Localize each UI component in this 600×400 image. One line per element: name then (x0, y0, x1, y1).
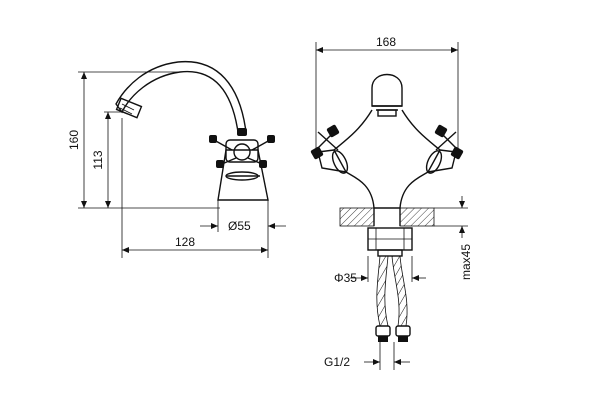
front-right-handle (434, 124, 464, 160)
front-view: 168 max45 Φ35 G1/2 (310, 35, 473, 370)
dim-hose-diameter: Φ35 (334, 271, 357, 285)
dim-mount-max: max45 (459, 244, 473, 280)
countertop-right (399, 207, 435, 227)
side-view: 160 113 Ø55 128 (67, 60, 286, 258)
dim-height-spout: 113 (91, 150, 105, 169)
dim-base-diameter: Ø55 (228, 219, 251, 233)
dim-width-total: 168 (376, 35, 396, 49)
side-handle (209, 128, 275, 168)
side-aerator (115, 97, 143, 119)
front-body (333, 109, 441, 209)
hose-left (376, 255, 389, 327)
dim-height-total: 160 (67, 130, 81, 150)
dim-reach: 128 (175, 235, 195, 249)
countertop-left (339, 207, 375, 227)
front-spout (371, 73, 403, 107)
hose-right (391, 255, 408, 327)
dim-thread: G1/2 (324, 355, 350, 369)
front-left-handle (310, 124, 340, 160)
